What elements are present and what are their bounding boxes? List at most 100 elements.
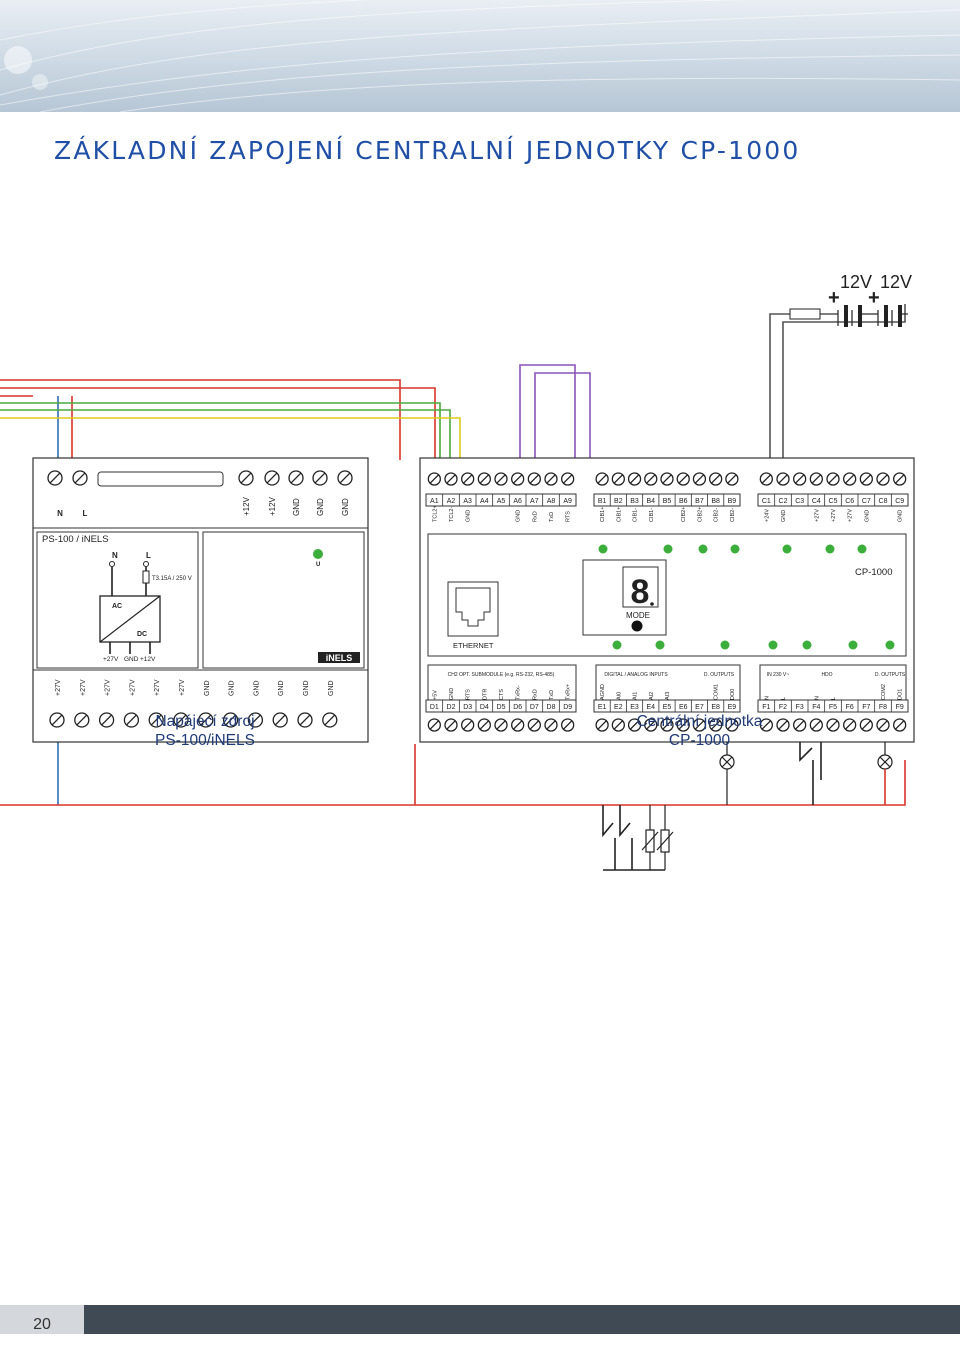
screw-slot bbox=[496, 474, 506, 484]
terminal-id-label: A3 bbox=[463, 498, 472, 505]
status-led bbox=[782, 544, 792, 554]
ps100-status-led bbox=[313, 549, 323, 559]
terminal-signal-label: CIB2+ bbox=[697, 507, 703, 522]
terminal-id-label: D1 bbox=[430, 704, 439, 711]
screw-slot bbox=[74, 472, 86, 484]
screw-slot bbox=[895, 720, 905, 730]
ps100-bottom-terminal-label: +27V bbox=[129, 679, 136, 696]
battery-plate bbox=[844, 305, 848, 327]
screw-slot bbox=[546, 474, 556, 484]
screw-slot bbox=[563, 720, 573, 730]
screw-slot bbox=[513, 474, 523, 484]
terminal-id-label: A8 bbox=[547, 498, 556, 505]
screw-slot bbox=[878, 720, 888, 730]
terminal-group-label: HDO bbox=[821, 672, 832, 678]
screw-slot bbox=[240, 472, 252, 484]
fiber-optic-banner-image bbox=[0, 0, 960, 112]
screw-slot bbox=[597, 720, 607, 730]
ps100-bottom-terminal-label: GND bbox=[229, 680, 236, 696]
ps100-out-label: +27V bbox=[103, 656, 119, 663]
terminal-id-label: C6 bbox=[845, 498, 854, 505]
screw-slot bbox=[274, 714, 286, 726]
terminal-id-label: F4 bbox=[812, 704, 820, 711]
ps100-label-slot bbox=[97, 471, 224, 487]
terminal-id-label: F8 bbox=[879, 704, 887, 711]
ps100-bottom-terminal-label: +27V bbox=[105, 679, 112, 696]
terminal-id-label: D6 bbox=[513, 704, 522, 711]
status-led bbox=[598, 544, 608, 554]
screw-slot bbox=[761, 720, 771, 730]
terminal-signal-label: AI2 bbox=[649, 692, 655, 700]
ps100-bottom-terminal-label: GND bbox=[328, 680, 335, 696]
terminal-id-label: A2 bbox=[447, 498, 456, 505]
terminal-id-label: E5 bbox=[663, 704, 672, 711]
terminal-id-label: A6 bbox=[513, 498, 522, 505]
screw-slot bbox=[861, 474, 871, 484]
terminal-id-label: C2 bbox=[779, 498, 788, 505]
terminal-signal-label: DO0 bbox=[730, 689, 736, 700]
screw-slot bbox=[778, 474, 788, 484]
screw-slot bbox=[613, 720, 623, 730]
ps100-led-label: U bbox=[316, 562, 320, 568]
screw-slot bbox=[629, 474, 640, 484]
ps100-terminal-label: +12V bbox=[242, 496, 251, 516]
terminal-id-label: E4 bbox=[646, 704, 655, 711]
screw-slot bbox=[861, 720, 871, 730]
caption-power-supply-line-2: PS-100/iNELS bbox=[155, 732, 255, 749]
terminal-id-label: D7 bbox=[530, 704, 539, 711]
caption-central-unit: Centrální jednotka CP-1000 bbox=[622, 712, 777, 750]
ps100-terminal-label: GND bbox=[292, 498, 301, 516]
caption-power-supply-line-1: Napájecí zdroj bbox=[155, 713, 255, 730]
screw-slot bbox=[895, 474, 905, 484]
screw-slot bbox=[678, 474, 688, 484]
terminal-id-label: E6 bbox=[679, 704, 688, 711]
terminal-signal-label: AGND bbox=[600, 684, 606, 700]
terminal-id-row bbox=[425, 699, 577, 713]
screw-slot bbox=[250, 714, 261, 726]
ps100-terminal-label: GND bbox=[316, 498, 325, 516]
screw-slot bbox=[150, 714, 162, 726]
terminal-id-label: A4 bbox=[480, 498, 489, 505]
terminal-id-label: F6 bbox=[846, 704, 854, 711]
screw-slot bbox=[629, 720, 640, 730]
status-led bbox=[730, 544, 740, 554]
seven-segment-digit: 8 bbox=[631, 573, 650, 611]
terminal-node bbox=[109, 561, 115, 567]
terminal-signal-label: GND bbox=[449, 688, 455, 700]
terminal-id-label: F9 bbox=[896, 704, 904, 711]
terminal-id-label: D3 bbox=[463, 704, 472, 711]
ps100-bottom-terminal-label: +27V bbox=[179, 679, 186, 696]
terminal-signal-label: L bbox=[781, 697, 787, 700]
screw-slot bbox=[694, 474, 705, 484]
screw-slot bbox=[761, 474, 771, 484]
battery-plus-sign: + bbox=[828, 287, 840, 309]
cp1000-name-label: CP-1000 bbox=[855, 567, 893, 578]
status-led bbox=[768, 640, 778, 650]
terminal-signal-label: AI0 bbox=[616, 692, 622, 700]
screw-slot bbox=[662, 474, 672, 484]
screw-slot bbox=[175, 714, 187, 726]
terminal-id-label: F5 bbox=[829, 704, 837, 711]
inels-logo-box bbox=[318, 652, 360, 663]
terminal-id-label: D5 bbox=[497, 704, 506, 711]
terminal-group-label: CH2 OPT. SUBMODULE (e.g. RS-232, RS-485) bbox=[448, 672, 555, 678]
terminal-signal-label: TxD bbox=[549, 512, 555, 522]
terminal-id-label: C1 bbox=[762, 498, 771, 505]
terminal-signal-label: AI3 bbox=[665, 692, 671, 700]
screw-slot bbox=[446, 474, 456, 484]
ps100-dc-label: DC bbox=[137, 631, 147, 638]
terminal-id-label: E7 bbox=[695, 704, 704, 711]
terminal-signal-label: CIB1+ bbox=[600, 507, 606, 522]
terminal-signal-label: CTS bbox=[499, 689, 505, 700]
terminal-id-row bbox=[425, 493, 577, 507]
wire-purple bbox=[519, 364, 576, 460]
status-led bbox=[848, 640, 858, 650]
ps100-fuse-label: T3.15A / 250 V bbox=[152, 576, 192, 582]
decimal-point bbox=[650, 602, 654, 606]
terminal-signal-label: GND bbox=[864, 510, 870, 522]
screw-slot bbox=[845, 474, 855, 484]
screw-slot bbox=[811, 474, 821, 484]
screw-slot bbox=[811, 720, 821, 730]
screw-slot bbox=[101, 714, 112, 726]
screw-slot bbox=[646, 474, 656, 484]
